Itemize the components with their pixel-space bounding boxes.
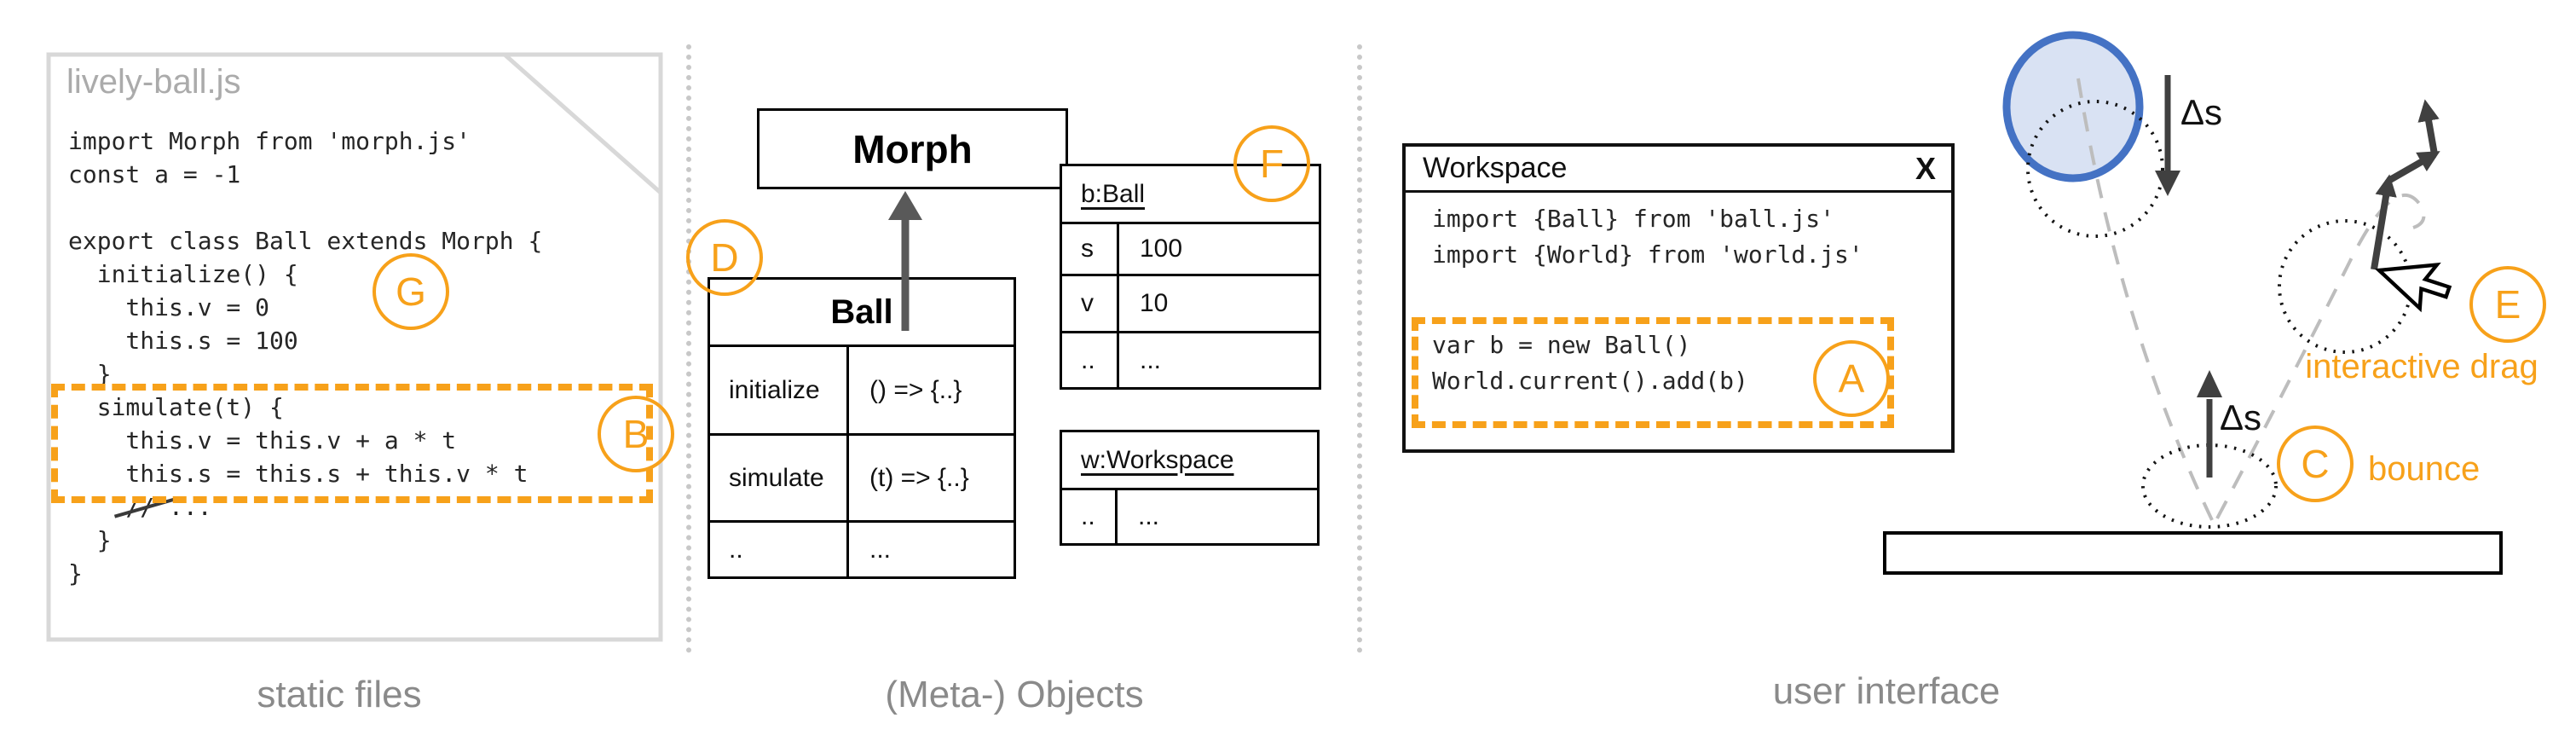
close-button[interactable]: X xyxy=(1915,150,1936,186)
table-row: initialize () => {..} xyxy=(710,344,1014,433)
ball-class-title: Ball xyxy=(830,292,893,331)
ground-platform xyxy=(1883,531,2503,575)
field-name-cell: .. xyxy=(1062,490,1118,543)
code-line: import Morph from 'morph.js' xyxy=(68,127,471,155)
field-value-cell: ... xyxy=(1138,502,1160,530)
method-value-cell: (t) => {..} xyxy=(869,463,969,492)
code-line: this.v = 0 xyxy=(68,293,270,321)
table-row: v 10 xyxy=(1062,274,1319,331)
section-label-meta-objects: (Meta-) Objects xyxy=(885,674,1144,715)
code-line: } xyxy=(68,360,112,388)
interactive-drag-label: interactive drag xyxy=(2305,348,2538,385)
field-value-cell: 100 xyxy=(1140,234,1183,263)
method-value-cell: () => {..} xyxy=(869,375,962,404)
code-line: simulate(t) { xyxy=(68,393,284,421)
code-line: this.v = this.v + a * t xyxy=(68,426,457,454)
table-row: .. ... xyxy=(1062,331,1319,387)
code-line: var b = new Ball() xyxy=(1432,331,1691,359)
workspace-instance-table: w:Workspace .. ... xyxy=(1060,430,1320,546)
code-line: this.s = this.s + this.v * t xyxy=(68,460,528,488)
badge-a: A xyxy=(1813,340,1890,417)
delta-s-bounce-label: Δs xyxy=(2220,397,2262,437)
ball-class-table: Ball initialize () => {..} simulate (t) … xyxy=(708,277,1016,579)
workspace-titlebar[interactable]: Workspace X xyxy=(1406,147,1951,193)
badge-g: G xyxy=(373,253,449,330)
file-name: lively-ball.js xyxy=(66,63,241,101)
table-row: .. ... xyxy=(1062,488,1317,543)
workspace-code-editor[interactable]: import {Ball} from 'ball.js' import {Wor… xyxy=(1432,201,1863,273)
field-value-cell: 10 xyxy=(1140,289,1169,317)
code-line: } xyxy=(68,526,112,554)
field-name-cell: .. xyxy=(1062,333,1119,387)
workspace-eval-code[interactable]: var b = new Ball() World.current().add(b… xyxy=(1432,327,1748,399)
badge-b: B xyxy=(598,396,674,472)
badge-d: D xyxy=(686,219,763,296)
code-line: } xyxy=(68,559,83,588)
table-row: simulate (t) => {..} xyxy=(710,433,1014,520)
section-label-user-interface: user interface xyxy=(1772,670,2001,712)
code-line: const a = -1 xyxy=(68,160,241,188)
section-divider-left xyxy=(686,44,691,653)
code-line: initialize() { xyxy=(68,260,298,288)
table-row: .. ... xyxy=(710,520,1014,576)
static-file-code: import Morph from 'morph.js' const a = -… xyxy=(68,124,542,590)
bounce-label: bounce xyxy=(2368,450,2481,488)
ball-instance-title: b:Ball xyxy=(1081,179,1146,208)
field-value-cell: ... xyxy=(1140,345,1162,374)
badge-f: F xyxy=(1233,125,1310,202)
field-name-cell: s xyxy=(1062,224,1119,274)
method-name-cell: initialize xyxy=(710,347,849,433)
morph-class-box: Morph xyxy=(757,108,1068,189)
workspace-instance-title: w:Workspace xyxy=(1081,445,1234,474)
method-name-cell: .. xyxy=(710,523,849,576)
ball-morph[interactable] xyxy=(2002,31,2144,182)
workspace-title: Workspace xyxy=(1423,152,1568,184)
badge-c: C xyxy=(2277,425,2354,502)
table-row: s 100 xyxy=(1062,222,1319,274)
code-line: import {Ball} from 'ball.js' xyxy=(1432,205,1835,233)
code-line xyxy=(68,191,542,224)
code-line: export class Ball extends Morph { xyxy=(68,227,543,255)
delta-s-fall-label: Δs xyxy=(2180,92,2223,132)
method-value-cell: ... xyxy=(869,535,892,564)
highlight-box-simulate xyxy=(51,384,653,503)
code-line: import {World} from 'world.js' xyxy=(1432,240,1863,269)
section-divider-right xyxy=(1357,44,1362,653)
code-line: this.s = 100 xyxy=(68,327,298,355)
code-line: World.current().add(b) xyxy=(1432,367,1748,395)
highlight-box-eval xyxy=(1412,317,1894,428)
section-label-static-files: static files xyxy=(257,674,422,715)
field-name-cell: v xyxy=(1062,276,1119,331)
badge-e: E xyxy=(2469,266,2546,343)
method-name-cell: simulate xyxy=(710,436,849,520)
